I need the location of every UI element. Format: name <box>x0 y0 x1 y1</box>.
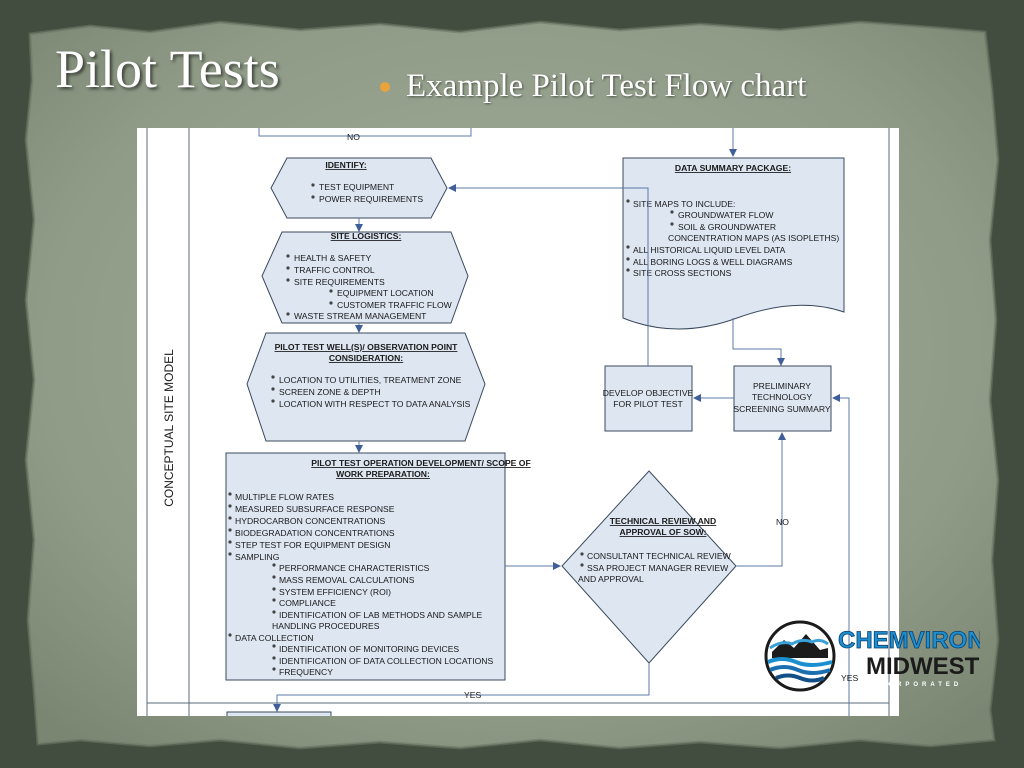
svg-text:SOIL & GROUNDWATER: SOIL & GROUNDWATER <box>678 222 776 232</box>
svg-text:TECHNOLOGY: TECHNOLOGY <box>752 392 812 402</box>
next-step-box-partial <box>226 711 332 716</box>
svg-text:IDENTIFICATION OF DATA COLLECT: IDENTIFICATION OF DATA COLLECTION LOCATI… <box>279 656 493 666</box>
arrow-review-yes-down <box>273 663 650 712</box>
svg-text:DATA SUMMARY PACKAGE:: DATA SUMMARY PACKAGE: <box>675 163 791 173</box>
company-logo: CHEMVIRON MIDWEST INCORPORATED <box>762 618 985 694</box>
svg-text:HEALTH & SAFETY: HEALTH & SAFETY <box>294 253 371 263</box>
logo-text-midwest: MIDWEST <box>866 653 980 680</box>
flow-chart: CONCEPTUAL SITE MODEL NO IDENTIFY: TEST … <box>137 128 899 716</box>
svg-text:SITE REQUIREMENTS: SITE REQUIREMENTS <box>294 277 385 287</box>
pilot-well-box: PILOT TEST WELL(S)/ OBSERVATION POINT CO… <box>246 332 486 442</box>
svg-text:MEASURED SUBSURFACE RESPONSE: MEASURED SUBSURFACE RESPONSE <box>235 504 395 514</box>
svg-text:HYDROCARBON CONCENTRATIONS: HYDROCARBON CONCENTRATIONS <box>235 516 386 526</box>
svg-text:BIODEGRADATION CONCENTRATIONS: BIODEGRADATION CONCENTRATIONS <box>235 528 395 538</box>
top-loop-connector <box>258 128 472 137</box>
svg-text:CONSULTANT TECHNICAL REVIEW: CONSULTANT TECHNICAL REVIEW <box>587 551 732 561</box>
svg-text:LOCATION WITH RESPECT TO DATA: LOCATION WITH RESPECT TO DATA ANALYSIS <box>279 399 471 409</box>
svg-text:MULTIPLE FLOW RATES: MULTIPLE FLOW RATES <box>235 492 334 502</box>
svg-text:WASTE STREAM MANAGEMENT: WASTE STREAM MANAGEMENT <box>294 311 427 321</box>
flow-chart-svg: CONCEPTUAL SITE MODEL NO IDENTIFY: TEST … <box>146 128 890 716</box>
logo-svg: CHEMVIRON MIDWEST INCORPORATED <box>764 620 985 692</box>
develop-objective-box: DEVELOP OBJECTIVE FOR PILOT TEST <box>603 365 694 432</box>
top-no-label: NO <box>347 132 360 142</box>
svg-text:TEST EQUIPMENT: TEST EQUIPMENT <box>319 182 395 192</box>
svg-text:SITE LOGISTICS:: SITE LOGISTICS: <box>331 231 402 241</box>
bullet-dot-icon <box>380 81 390 92</box>
svg-text:IDENTIFICATION OF LAB METHODS: IDENTIFICATION OF LAB METHODS AND SAMPLE <box>279 610 483 620</box>
svg-text:SAMPLING: SAMPLING <box>235 552 280 562</box>
technical-review-diamond: TECHNICAL REVIEW AND APPROVAL OF SOW: CO… <box>561 470 737 664</box>
svg-text:ALL BORING LOGS & WELL DIAGRAM: ALL BORING LOGS & WELL DIAGRAMS <box>633 257 793 267</box>
yes-label-2: YES <box>841 673 858 683</box>
arrow-review-no-to-preliminary <box>736 432 786 567</box>
svg-text:PILOT TEST WELL(S)/ OBSERVATIO: PILOT TEST WELL(S)/ OBSERVATION POINT <box>275 342 459 352</box>
svg-text:DEVELOP OBJECTIVE: DEVELOP OBJECTIVE <box>603 388 694 398</box>
svg-text:SCREENING SUMMARY: SCREENING SUMMARY <box>733 404 831 414</box>
logo-text-incorporated: INCORPORATED <box>866 682 962 688</box>
no-label: NO <box>776 517 789 527</box>
svg-text:COMPLIANCE: COMPLIANCE <box>279 598 336 608</box>
yes-label: YES <box>464 690 481 700</box>
bullet-point: Example Pilot Test Flow chart <box>380 68 806 105</box>
svg-text:WORK PREPARATION:: WORK PREPARATION: <box>336 469 430 479</box>
svg-text:EQUIPMENT LOCATION: EQUIPMENT LOCATION <box>337 288 434 298</box>
svg-text:POWER REQUIREMENTS: POWER REQUIREMENTS <box>319 194 423 204</box>
svg-text:DATA COLLECTION: DATA COLLECTION <box>235 633 313 643</box>
svg-text:HANDLING PROCEDURES: HANDLING PROCEDURES <box>272 621 380 631</box>
svg-text:IDENTIFICATION OF MONITORING D: IDENTIFICATION OF MONITORING DEVICES <box>279 644 459 654</box>
svg-text:ALL HISTORICAL LIQUID LEVEL DA: ALL HISTORICAL LIQUID LEVEL DATA <box>633 245 786 255</box>
svg-text:FOR PILOT TEST: FOR PILOT TEST <box>613 399 683 409</box>
svg-text:MASS REMOVAL CALCULATIONS: MASS REMOVAL CALCULATIONS <box>279 575 415 585</box>
svg-text:SCREEN ZONE & DEPTH: SCREEN ZONE & DEPTH <box>279 387 381 397</box>
slide-title: Pilot Tests <box>55 39 280 99</box>
arrow-summary-to-preliminary <box>732 318 785 366</box>
svg-text:SITE MAPS TO INCLUDE:: SITE MAPS TO INCLUDE: <box>633 199 735 209</box>
svg-text:IDENTIFY:: IDENTIFY: <box>325 160 367 170</box>
arrow-right-loop-to-preliminary <box>832 394 850 716</box>
svg-text:CUSTOMER TRAFFIC FLOW: CUSTOMER TRAFFIC FLOW <box>337 300 453 310</box>
svg-text:SYSTEM EFFICIENCY (ROI): SYSTEM EFFICIENCY (ROI) <box>279 587 391 597</box>
svg-text:SSA PROJECT MANAGER REVIEW: SSA PROJECT MANAGER REVIEW <box>587 563 729 573</box>
arrow-objective-to-identify <box>448 184 649 366</box>
svg-text:TRAFFIC CONTROL: TRAFFIC CONTROL <box>294 265 375 275</box>
bullet-text: Example Pilot Test Flow chart <box>406 68 807 104</box>
svg-text:AND APPROVAL: AND APPROVAL <box>578 574 644 584</box>
svg-text:APPROVAL OF SOW:: APPROVAL OF SOW: <box>620 527 707 537</box>
svg-text:FREQUENCY: FREQUENCY <box>279 667 333 677</box>
svg-text:GROUNDWATER FLOW: GROUNDWATER FLOW <box>678 210 774 220</box>
site-logistics-box: SITE LOGISTICS: HEALTH & SAFETY TRAFFIC … <box>261 231 469 324</box>
svg-text:TECHNICAL REVIEW AND: TECHNICAL REVIEW AND <box>610 516 716 526</box>
lane-label: CONCEPTUAL SITE MODEL <box>162 349 176 507</box>
svg-text:PERFORMANCE CHARACTERISTICS: PERFORMANCE CHARACTERISTICS <box>279 563 430 573</box>
svg-text:SITE CROSS SECTIONS: SITE CROSS SECTIONS <box>633 268 732 278</box>
svg-text:PILOT TEST OPERATION DEVELOPME: PILOT TEST OPERATION DEVELOPMENT/ SCOPE … <box>311 458 530 468</box>
svg-text:CONSIDERATION:: CONSIDERATION: <box>329 353 403 363</box>
preliminary-screening-box: PRELIMINARY TECHNOLOGY SCREENING SUMMARY <box>733 365 832 432</box>
svg-text:STEP TEST FOR EQUIPMENT DESIGN: STEP TEST FOR EQUIPMENT DESIGN <box>235 540 391 550</box>
svg-text:PRELIMINARY: PRELIMINARY <box>753 381 811 391</box>
logo-text-chemviron: CHEMVIRON <box>838 627 980 654</box>
operation-box: PILOT TEST OPERATION DEVELOPMENT/ SCOPE … <box>225 452 531 681</box>
data-summary-box: DATA SUMMARY PACKAGE: SITE MAPS TO INCLU… <box>622 157 845 330</box>
svg-text:LOCATION TO UTILITIES, TREATME: LOCATION TO UTILITIES, TREATMENT ZONE <box>279 375 462 385</box>
identify-box: IDENTIFY: TEST EQUIPMENT POWER REQUIREME… <box>270 157 448 219</box>
svg-text:CONCENTRATION MAPS (AS ISOPLET: CONCENTRATION MAPS (AS ISOPLETHS) <box>668 233 839 243</box>
